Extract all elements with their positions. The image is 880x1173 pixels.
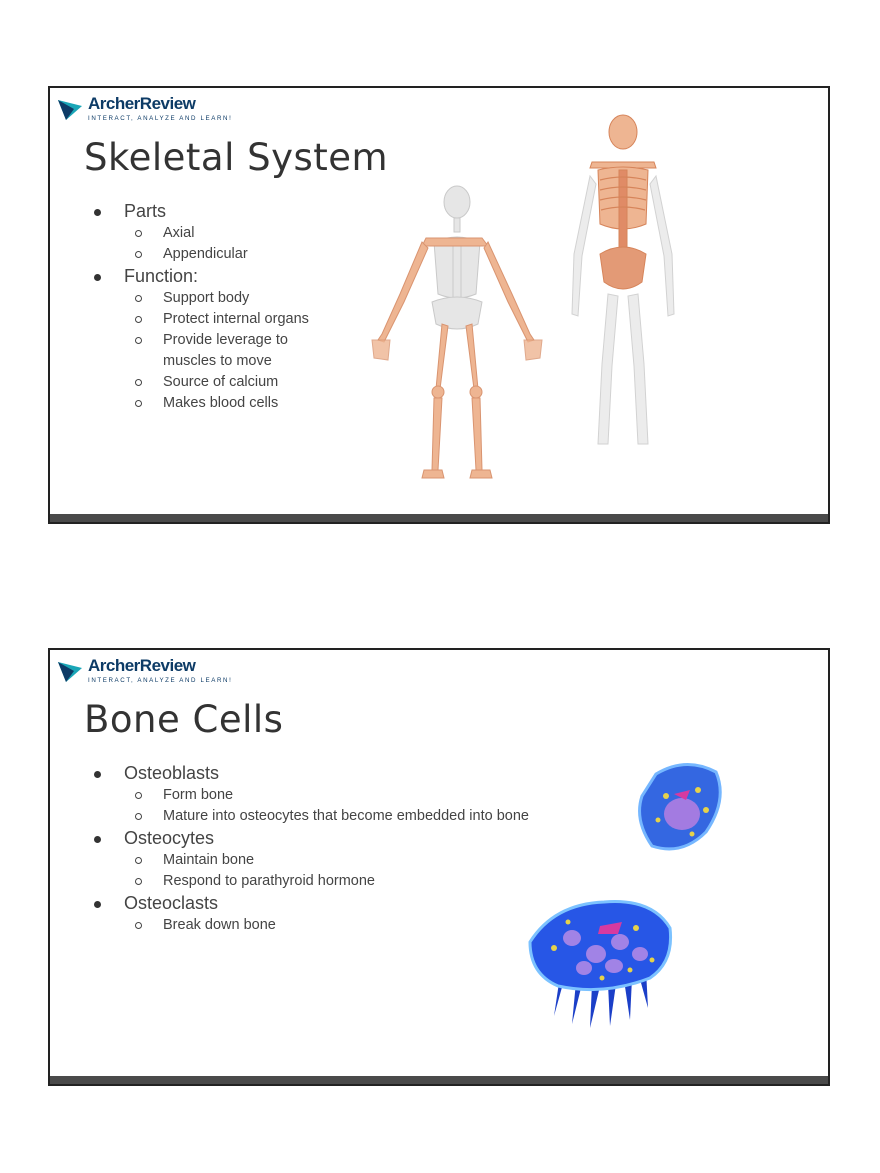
archer-arrow-icon — [58, 100, 82, 120]
bone-cell-small-image — [638, 762, 722, 851]
logo-brand: ArcherReview — [88, 656, 196, 675]
sub-item: Appendicular — [124, 244, 309, 265]
sub-item-continuation: muscles to move — [163, 353, 272, 369]
slide-skeletal-system: ArcherReview INTERACT, ANALYZE AND LEARN… — [48, 86, 830, 524]
sub-item: Axial — [124, 223, 309, 244]
bullet-label: Parts — [124, 201, 167, 221]
sub-item: Source of calcium — [124, 372, 309, 393]
sub-list: Support body Protect internal organs Pro… — [124, 288, 309, 414]
logo-tagline: INTERACT, ANALYZE AND LEARN! — [88, 677, 233, 684]
logo-brand: ArcherReview — [88, 94, 196, 113]
bone-cell-large-image — [528, 900, 673, 1028]
bullet-function: Function: Support body Protect internal … — [90, 265, 309, 414]
bullet-label: Osteocytes — [124, 828, 215, 848]
sub-item: Support body — [124, 288, 309, 309]
sub-item: Mature into osteocytes that become embed… — [124, 806, 529, 827]
slide-footer-bar — [50, 1076, 828, 1084]
slide-footer-bar — [50, 514, 828, 522]
sub-item: Form bone — [124, 785, 529, 806]
slide-bone-cells: ArcherReview INTERACT, ANALYZE AND LEARN… — [48, 648, 830, 1086]
bullet-osteoblasts: Osteoblasts Form bone Mature into osteoc… — [90, 762, 529, 827]
sub-item: Break down bone — [124, 915, 529, 936]
archer-review-logo: ArcherReview INTERACT, ANALYZE AND LEARN… — [56, 656, 236, 688]
bullet-label: Osteoclasts — [124, 893, 219, 913]
sub-item: Protect internal organs — [124, 309, 309, 330]
sub-item: Makes blood cells — [124, 393, 309, 414]
bullet-parts: Parts Axial Appendicular — [90, 200, 309, 265]
bullet-osteocytes: Osteocytes Maintain bone Respond to para… — [90, 827, 529, 892]
slide-title: Skeletal System — [84, 136, 389, 179]
skeleton-axial-image — [571, 114, 675, 445]
slide-title: Bone Cells — [84, 698, 284, 741]
bullet-list: Osteoblasts Form bone Mature into osteoc… — [90, 762, 529, 936]
sub-item: Provide leverage to — [124, 330, 309, 351]
sub-list: Maintain bone Respond to parathyroid hor… — [124, 850, 529, 892]
archer-arrow-icon — [58, 662, 82, 682]
logo-tagline: INTERACT, ANALYZE AND LEARN! — [88, 115, 233, 122]
sub-list: Form bone Mature into osteocytes that be… — [124, 785, 529, 827]
bullet-label: Function: — [124, 266, 199, 286]
sub-list: Break down bone — [124, 915, 529, 936]
sub-item: Maintain bone — [124, 850, 529, 871]
sub-list: Axial Appendicular — [124, 223, 309, 265]
bullet-osteoclasts: Osteoclasts Break down bone — [90, 892, 529, 936]
sub-item: Respond to parathyroid hormone — [124, 871, 529, 892]
bullet-label: Osteoblasts — [124, 763, 220, 783]
skeleton-appendicular-image — [371, 185, 543, 479]
bullet-list: Parts Axial Appendicular Function: Suppo… — [90, 200, 309, 414]
archer-review-logo: ArcherReview INTERACT, ANALYZE AND LEARN… — [56, 94, 236, 126]
